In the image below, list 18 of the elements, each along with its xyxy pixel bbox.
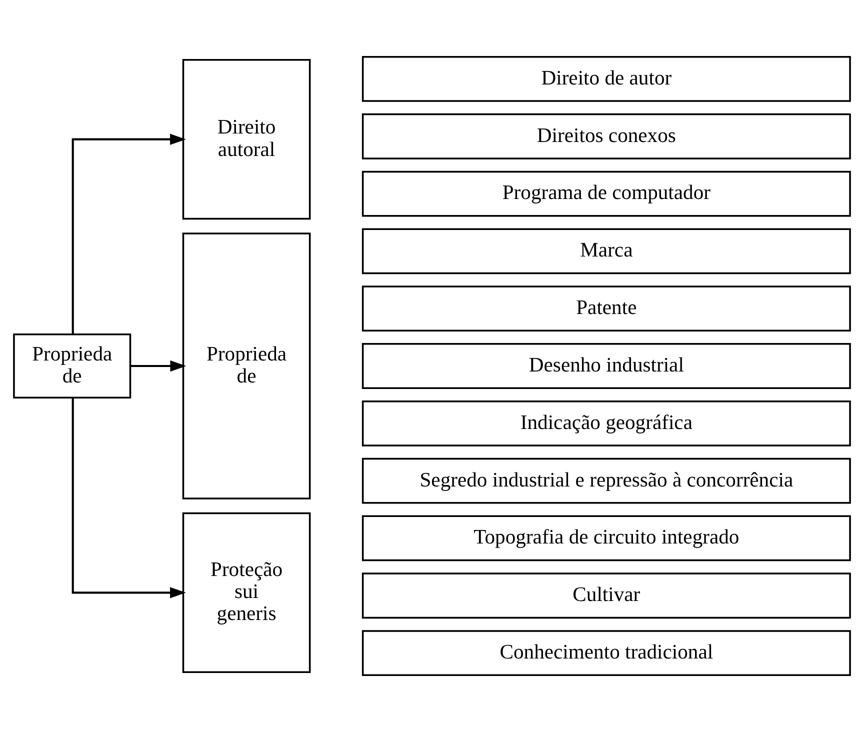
node-box: Marca [362, 228, 851, 274]
node-box: Direito autoral [182, 58, 311, 220]
arrow [72, 398, 186, 598]
node-box: Proprieda de [182, 232, 311, 499]
node-box: Patente [362, 285, 851, 332]
node-box: Direito de autor [362, 56, 851, 102]
node-box: Desenho industrial [362, 342, 851, 388]
node-box: Indicação geográfica [362, 400, 851, 446]
node-box: Direitos conexos [362, 112, 851, 159]
node-box: Conhecimento tradicional [362, 630, 851, 676]
node-box: Proteção sui generis [182, 512, 311, 673]
node-box: Topografia de circuito integrado [362, 514, 851, 561]
node-box: Segredo industrial e repressão à concorrência [362, 457, 851, 504]
node-box: Proprieda de [13, 332, 132, 398]
arrow [130, 360, 186, 372]
arrow [72, 133, 186, 334]
node-box: Cultivar [362, 572, 851, 618]
node-box: Programa de computador [362, 170, 851, 216]
